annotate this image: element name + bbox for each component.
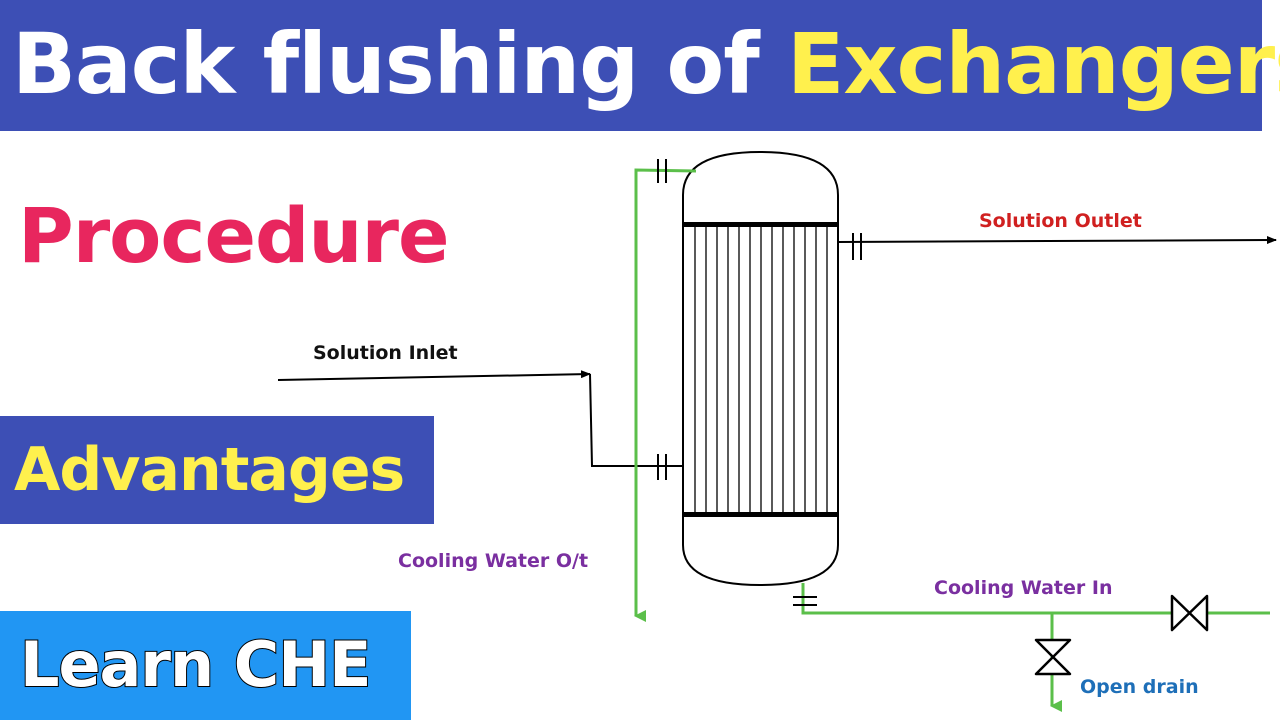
title-part-white: Back flushing of [12,15,788,113]
exchanger-vessel [682,150,839,587]
cooling-water-out-line [634,159,697,622]
cooling-water-valve-icon [1170,594,1209,632]
channel-name: Learn CHE [19,627,372,702]
bottom-tubesheet [683,512,838,517]
channel-banner: Learn CHE [0,611,411,720]
procedure-heading: Procedure [18,191,450,280]
solution-inlet-label: Solution Inlet [313,342,458,364]
drain-valve-icon [1034,638,1072,676]
cooling-water-out-label: Cooling Water O/t [398,550,588,572]
title-part-yellow: Exchangers [787,15,1280,113]
solution-outlet-label: Solution Outlet [979,210,1142,232]
solution-outlet-line [837,233,1277,260]
page-title: Back flushing of Exchangers [12,2,1280,126]
open-drain-line [1034,613,1072,712]
solution-inlet-line [277,370,683,480]
tube-bundle [694,227,828,512]
advantages-heading: Advantages [14,435,405,505]
title-banner: Back flushing of Exchangers [0,0,1280,131]
cooling-water-in-line [793,583,1270,632]
top-tubesheet [683,222,838,227]
open-drain-label: Open drain [1080,676,1199,698]
cooling-water-in-label: Cooling Water In [934,577,1112,599]
advantages-banner: Advantages [0,416,434,524]
